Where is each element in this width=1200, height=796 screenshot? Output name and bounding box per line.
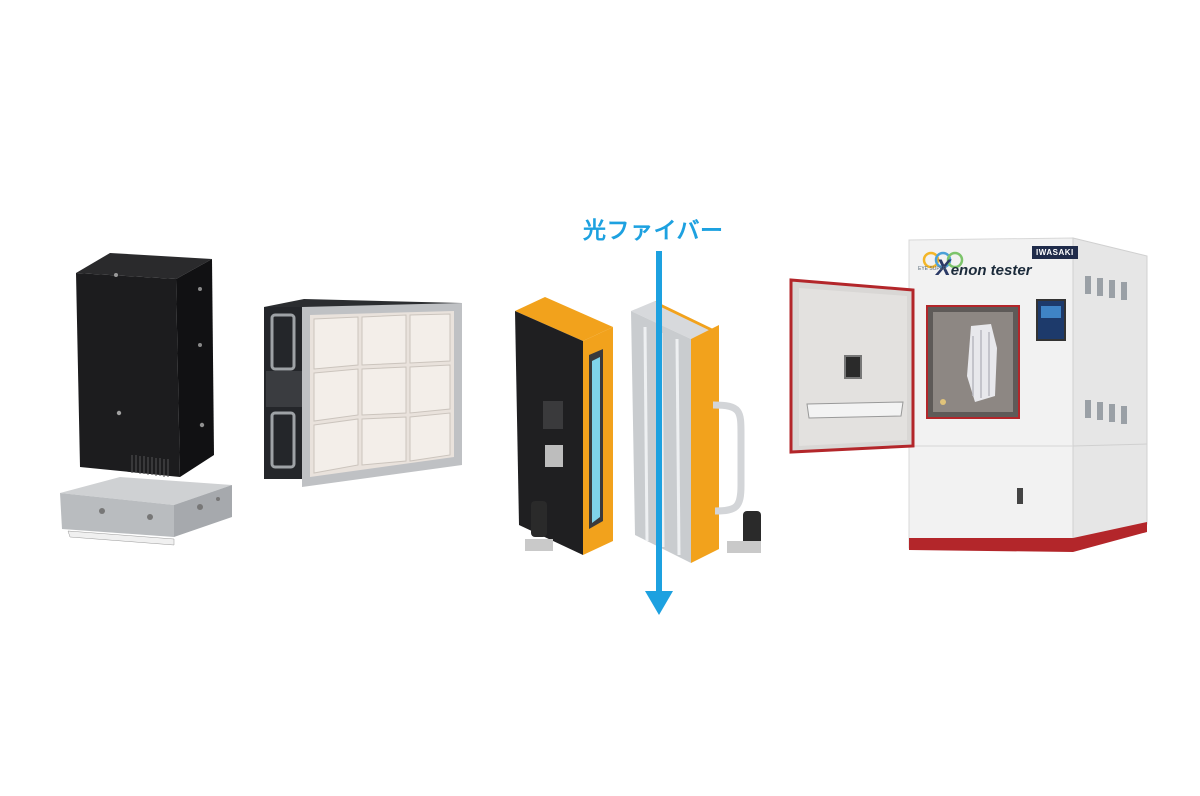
xenon-tester-logo: Xenon tester: [936, 255, 1032, 280]
led-panel-array: [264, 299, 462, 487]
uv-lamp-housing-tower: [60, 253, 232, 546]
iwasaki-brand-tag: IWASAKI: [1032, 246, 1078, 259]
xenon-tester-chamber: [789, 237, 1148, 552]
eye-super-sub-logo: EYE SUPER: [918, 266, 947, 272]
optical-fiber-label: 光ファイバー: [583, 218, 724, 244]
led-line-irradiator: [515, 251, 761, 615]
